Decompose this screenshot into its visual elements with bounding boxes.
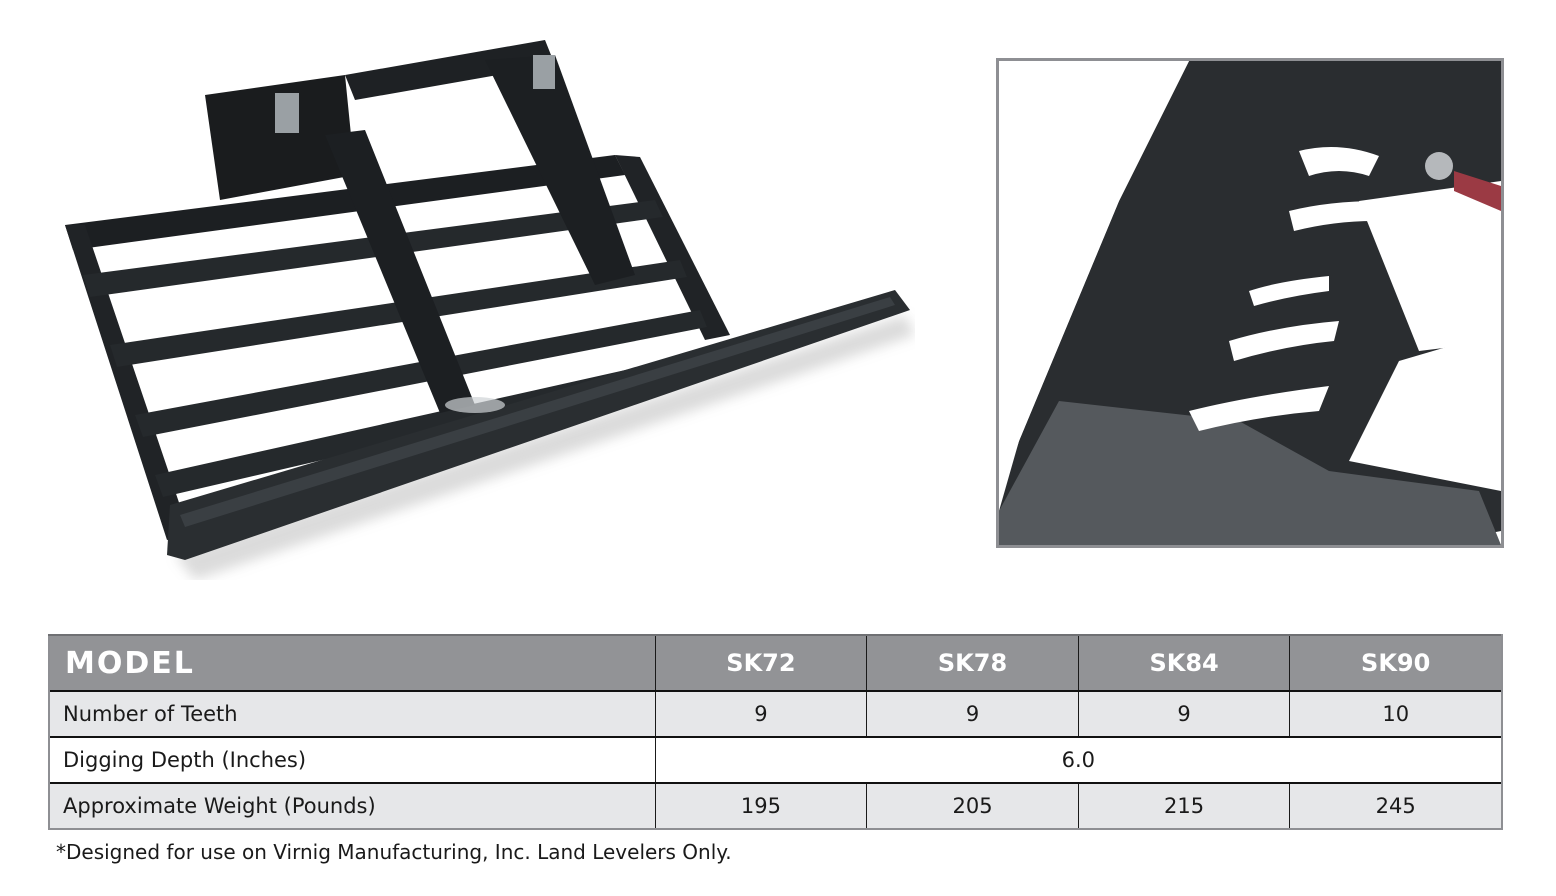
header-model-sk78: SK78 xyxy=(866,634,1079,691)
header-model-sk84: SK84 xyxy=(1078,634,1291,691)
row-label: Number of Teeth xyxy=(47,690,656,737)
cell-value: 9 xyxy=(866,690,1079,737)
spec-table: MODEL SK72 SK78 SK84 SK90 Number of Teet… xyxy=(47,634,1504,830)
table-row-teeth: Number of Teeth 9 9 9 10 xyxy=(47,690,1504,737)
cell-value: 215 xyxy=(1078,782,1291,830)
cell-value: 9 xyxy=(655,690,868,737)
footnote: *Designed for use on Virnig Manufacturin… xyxy=(56,840,732,864)
product-photo-detail xyxy=(996,58,1504,548)
header-model-sk72: SK72 xyxy=(655,634,868,691)
cell-value-merged: 6.0 xyxy=(655,736,1503,783)
table-row-digging-depth: Digging Depth (Inches) 6.0 xyxy=(47,736,1503,783)
cell-value: 195 xyxy=(655,782,868,830)
table-header-row: MODEL SK72 SK78 SK84 SK90 xyxy=(47,634,1504,691)
cell-value: 10 xyxy=(1289,690,1504,737)
header-model-sk90: SK90 xyxy=(1289,634,1504,691)
land-leveler-illustration xyxy=(65,40,915,580)
cell-value: 9 xyxy=(1078,690,1291,737)
row-label: Digging Depth (Inches) xyxy=(47,736,656,783)
table-row-weight: Approximate Weight (Pounds) 195 205 215 … xyxy=(47,782,1504,830)
header-model-label: MODEL xyxy=(47,634,656,691)
scarifier-teeth-illustration xyxy=(999,61,1501,545)
row-label: Approximate Weight (Pounds) xyxy=(47,782,656,830)
product-photo-main xyxy=(55,35,915,580)
cell-value: 205 xyxy=(866,782,1079,830)
cell-value: 245 xyxy=(1289,782,1504,830)
